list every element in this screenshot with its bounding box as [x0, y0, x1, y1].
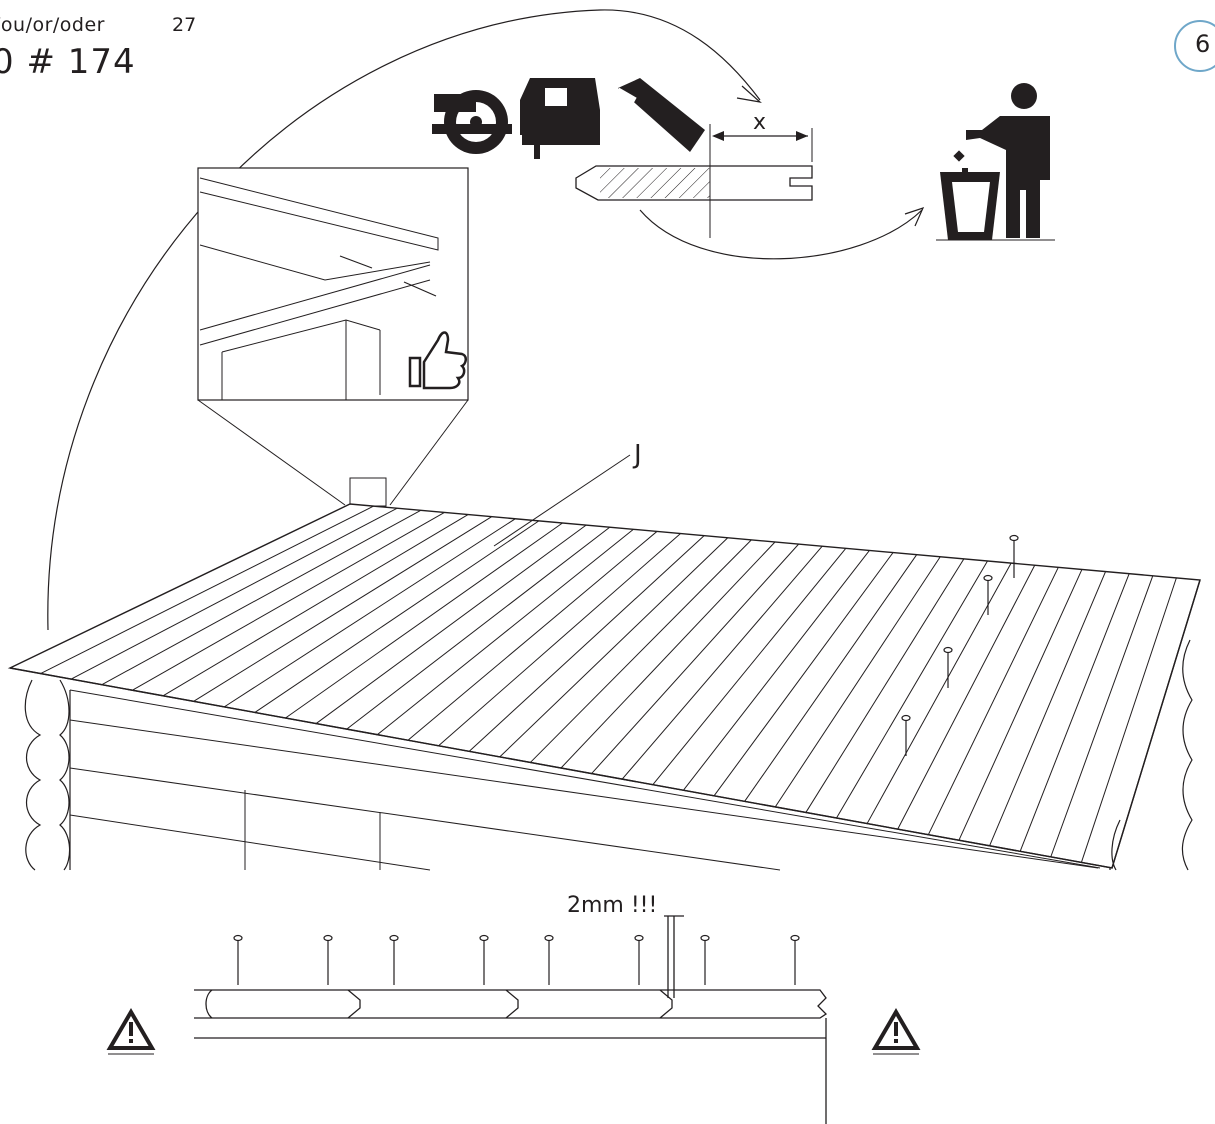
discard-arc-head — [904, 207, 925, 227]
board-section — [194, 915, 828, 1124]
step-number: 6 — [1195, 30, 1211, 58]
board-seam — [407, 531, 658, 741]
board-seam — [346, 526, 611, 730]
board-seam — [989, 571, 1107, 846]
trash-disposal-icon — [936, 83, 1055, 241]
board-seam — [468, 535, 705, 752]
board-seam — [101, 509, 422, 686]
board-seam — [866, 562, 1012, 824]
board-seam — [683, 550, 870, 791]
board-seam — [530, 539, 752, 763]
jigsaw-icon — [520, 78, 600, 159]
board-seam — [224, 518, 516, 708]
board-seam — [70, 507, 398, 680]
header-label: /ou/or/oder — [0, 14, 105, 36]
log-ends-right — [1111, 639, 1193, 871]
board-seam — [315, 524, 587, 724]
cut-board-detail — [575, 124, 813, 238]
zoom-detail — [197, 167, 469, 507]
log-ends-left — [24, 679, 71, 871]
board-seam — [285, 522, 563, 719]
flow-arc — [47, 9, 761, 631]
board-seam — [377, 528, 634, 736]
board-seam — [499, 537, 729, 758]
warning-icon — [871, 1008, 921, 1055]
board-seam — [162, 514, 469, 697]
board-seam — [805, 558, 965, 813]
board-seam — [774, 556, 941, 808]
step-badge — [1174, 20, 1215, 72]
section-nails — [233, 934, 800, 985]
board-seam — [652, 548, 847, 785]
board-seam — [438, 533, 681, 747]
board-seam — [744, 554, 918, 802]
part-code: 0 # 174 — [0, 42, 136, 82]
board-seam — [1050, 575, 1154, 858]
gap-note: 2mm !!! — [567, 893, 658, 918]
cut-width-label: x — [753, 110, 767, 135]
circular-saw-icon — [432, 90, 512, 154]
board-seam — [40, 505, 374, 675]
board-seam — [193, 516, 492, 702]
warning-icon — [106, 1008, 156, 1055]
board-seam — [560, 541, 776, 769]
part-label: J — [634, 440, 642, 470]
board-seam — [927, 567, 1059, 835]
handsaw-icon — [613, 78, 705, 152]
board-seam — [958, 569, 1083, 841]
board-seam — [621, 545, 823, 780]
board-seam — [1019, 573, 1130, 852]
board-seam — [713, 552, 894, 797]
board-seam — [836, 560, 988, 819]
flow-arc-head — [736, 85, 762, 103]
header-number: 27 — [172, 14, 197, 36]
board-seam — [132, 512, 445, 691]
board-seam — [591, 543, 799, 774]
thumbs-up-icon — [408, 331, 467, 390]
board-seam — [897, 564, 1036, 830]
roof-nails — [901, 534, 1019, 756]
discard-arc — [639, 209, 923, 260]
board-seam — [1080, 577, 1177, 863]
roof-boards — [7, 454, 1201, 871]
board-seam — [254, 520, 540, 713]
